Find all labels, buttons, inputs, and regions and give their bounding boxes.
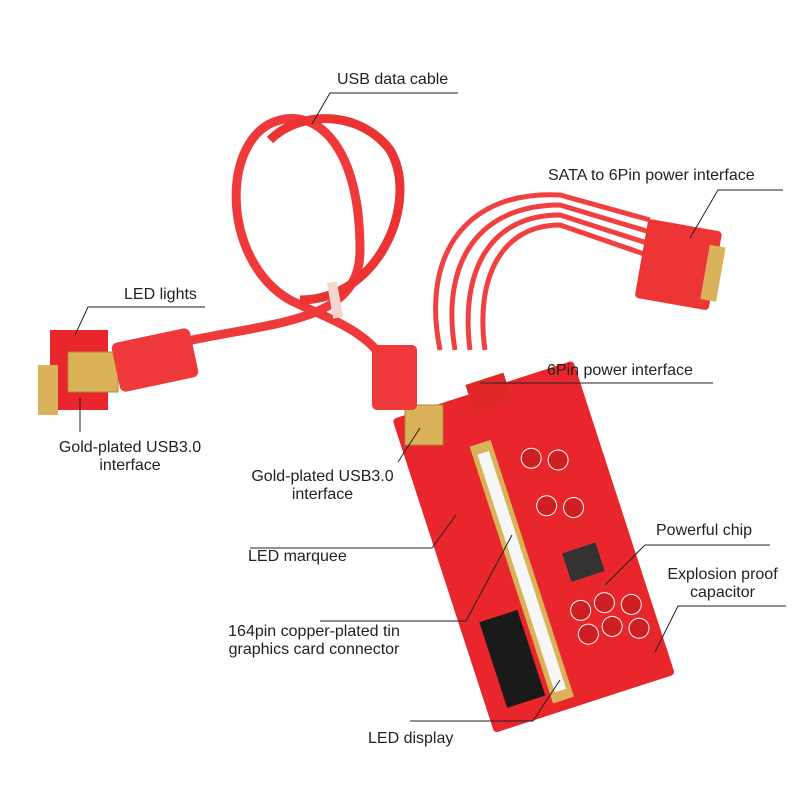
usb-plug-center: [372, 345, 417, 410]
label-capacitor-line1: Explosion proof: [667, 566, 778, 583]
label-led-marquee: LED marquee: [248, 548, 347, 565]
label-usb-left: Gold-plated USB3.0 interface: [55, 439, 205, 475]
usb-port-center: [404, 404, 444, 446]
label-connector: 164pin copper-plated tin graphics card c…: [208, 623, 420, 659]
usb-port-left: [67, 351, 119, 393]
label-led-lights: LED lights: [124, 286, 197, 303]
label-connector-line2: graphics card connector: [228, 641, 400, 658]
label-usb-center: Gold-plated USB3.0 interface: [240, 468, 405, 504]
label-6pin-power: 6Pin power interface: [547, 362, 693, 379]
chip: [562, 542, 605, 582]
usb-cable-loop-2: [266, 114, 405, 305]
label-powerful-chip: Powerful chip: [656, 522, 753, 539]
label-usb-left-line2: interface: [99, 457, 161, 474]
label-usb-data-cable: USB data cable: [337, 71, 449, 88]
label-usb-center-line1: Gold-plated USB3.0: [251, 468, 394, 485]
leader-lines: [74, 92, 786, 722]
label-sata-power: SATA to 6Pin power interface: [548, 167, 755, 184]
sata-wires: [433, 192, 651, 351]
usb-cable: [145, 114, 395, 375]
label-capacitor-line2: capacitor: [690, 584, 755, 601]
riser-board: [393, 361, 674, 733]
label-usb-center-line2: interface: [291, 486, 354, 503]
usb-plug-left: [111, 328, 199, 392]
label-usb-left-line1: Gold-plated USB3.0: [58, 439, 202, 456]
led-display: [479, 609, 546, 708]
sata-connector: [635, 219, 726, 310]
label-capacitor: Explosion proof capacitor: [655, 566, 790, 602]
label-led-display: LED display: [368, 730, 454, 747]
cable-tie: [326, 281, 344, 319]
label-connector-line1: 164pin copper-plated tin: [228, 623, 400, 640]
